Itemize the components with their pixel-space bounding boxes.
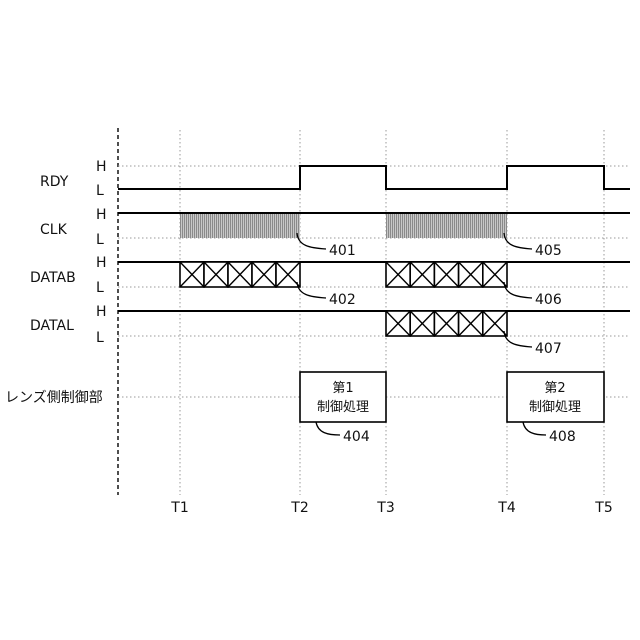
rdy-low-label: L (96, 183, 104, 199)
datal-label: DATAL (30, 318, 74, 334)
clk-high-label: H (96, 207, 107, 223)
ref-402: 402 (329, 292, 356, 308)
rdy-label: RDY (40, 174, 69, 190)
leader-404 (316, 422, 340, 435)
time-label-t3: T3 (376, 500, 394, 516)
time-label-t5: T5 (594, 500, 612, 516)
datal-high-label: H (96, 304, 107, 320)
clk-low-label: L (96, 232, 104, 248)
leader-407 (504, 331, 532, 347)
leader-408 (523, 422, 546, 435)
time-label-t4: T4 (497, 500, 516, 516)
ref-408: 408 (549, 429, 576, 445)
rdy-high-label: H (96, 159, 107, 175)
second-control-line2: 制御処理 (529, 400, 581, 415)
datal-low-label: L (96, 330, 104, 346)
clk-label: CLK (40, 222, 68, 238)
datab-label: DATAB (30, 270, 76, 286)
clk-pulses-1 (180, 213, 300, 238)
ref-405: 405 (535, 243, 562, 259)
leader-405 (504, 233, 532, 249)
leader-402 (297, 282, 326, 298)
leader-401 (297, 233, 326, 249)
ref-401: 401 (329, 243, 356, 259)
clk-pulses-2 (386, 213, 507, 238)
first-control-line2: 制御処理 (317, 400, 369, 415)
second-control-line1: 第2 (544, 381, 565, 396)
time-label-t1: T1 (170, 500, 188, 516)
datab-low-label: L (96, 280, 104, 296)
time-label-t2: T2 (290, 500, 308, 516)
datab-high-label: H (96, 255, 107, 271)
ref-406: 406 (535, 292, 562, 308)
first-control-line1: 第1 (332, 381, 353, 396)
ref-404: 404 (343, 429, 370, 445)
ref-407: 407 (535, 341, 562, 357)
lens-controller-label: レンズ側制御部 (5, 390, 103, 406)
rdy-waveform (118, 166, 630, 189)
leader-406 (504, 282, 532, 298)
